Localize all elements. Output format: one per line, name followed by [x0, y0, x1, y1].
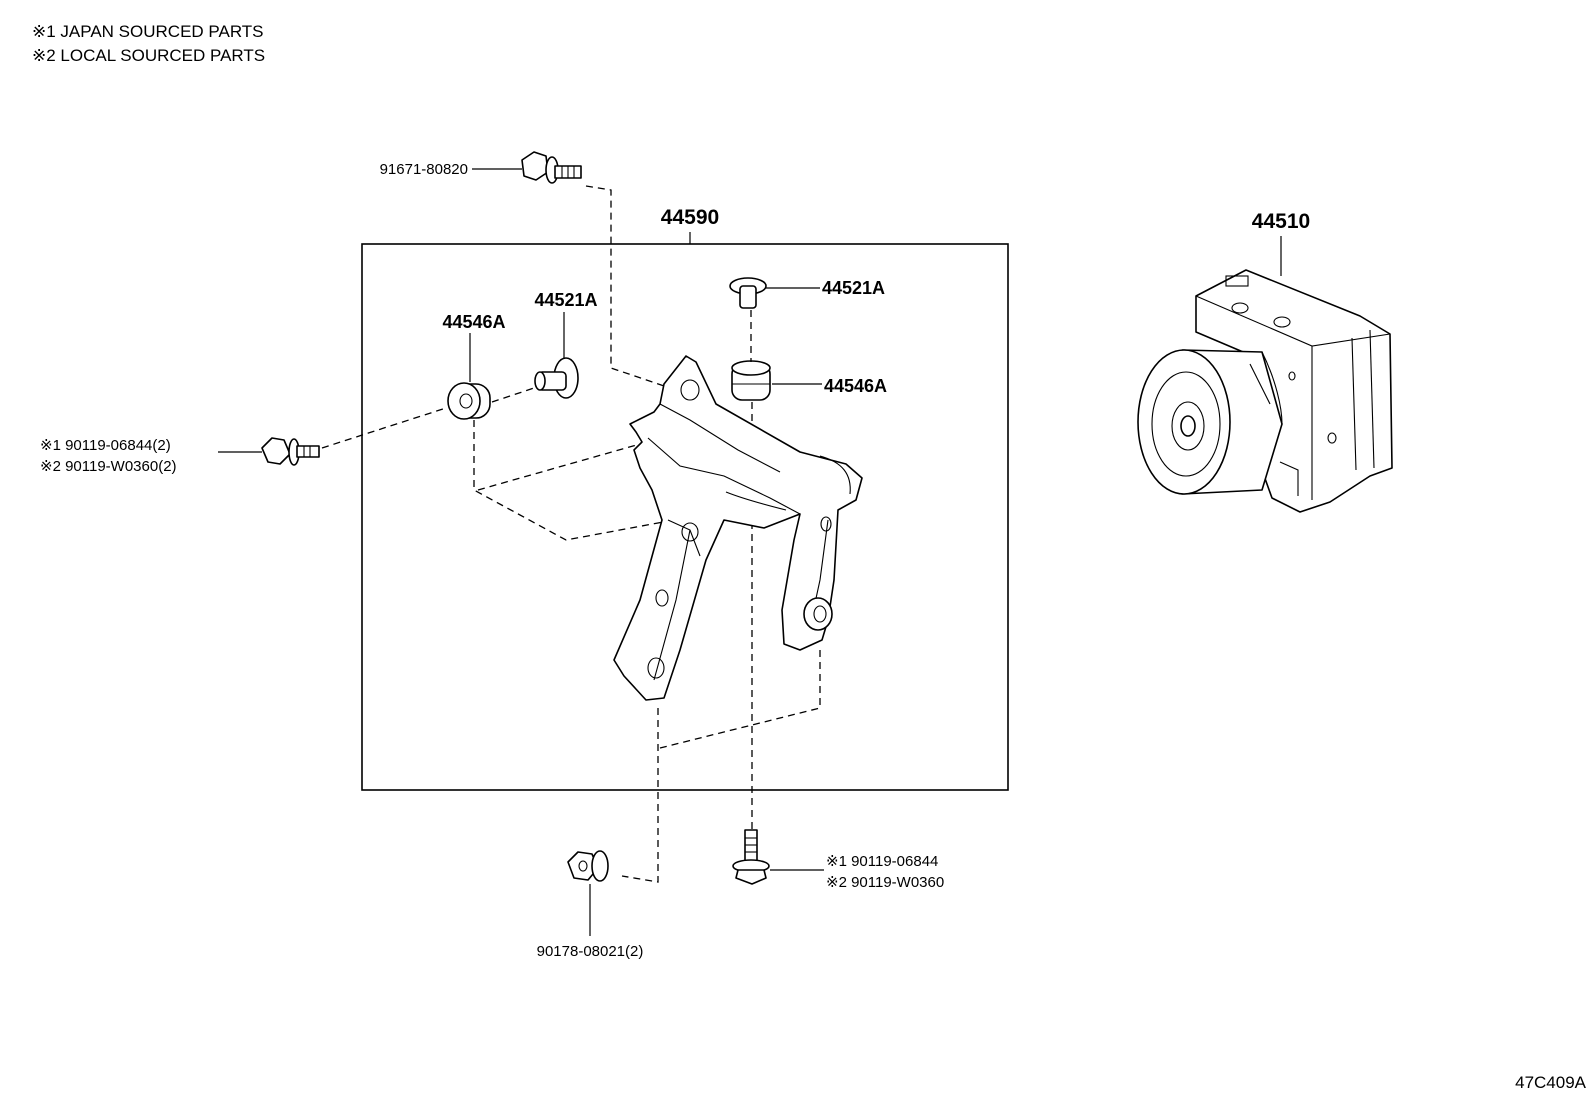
note-local-sourced: ※2 LOCAL SOURCED PARTS — [32, 46, 265, 65]
label-bracket-assembly: 44590 — [661, 206, 719, 229]
bolt-left-upper-dashline — [477, 443, 641, 491]
flange-nut-icon[interactable] — [567, 850, 609, 882]
note-japan-sourced: ※1 JAPAN SOURCED PARTS — [32, 22, 264, 41]
label-bolt-left-local: ※2 90119-W0360(2) — [40, 458, 177, 475]
flange-bolt-bottom-icon[interactable] — [732, 829, 770, 885]
flange-bolt-left-icon[interactable] — [261, 437, 320, 466]
bracket-lower-left-dashline — [621, 708, 659, 883]
cushion-left-icon[interactable] — [447, 382, 491, 420]
bolt-left-dashline — [321, 407, 447, 449]
bolt-top-dashline — [585, 185, 683, 393]
bracket-assembly-box — [361, 243, 1009, 791]
bracket-lower-right-dashline — [659, 650, 821, 749]
label-cushion-right: 44546A — [824, 376, 887, 396]
label-cushion-left: 44546A — [442, 312, 505, 332]
label-bolt-left-japan: ※1 90119-06844(2) — [40, 437, 171, 454]
bolt-left-path-dashline — [473, 420, 783, 541]
label-collar-right: 44521A — [822, 278, 885, 298]
label-bolt-bottom-japan: ※1 90119-06844 — [826, 853, 938, 870]
collar-to-cushion-dashline — [491, 387, 535, 403]
label-collar-left: 44521A — [534, 290, 597, 310]
label-bolt-top: 91671-80820 — [380, 161, 468, 178]
flange-bolt-top-icon[interactable] — [521, 151, 582, 184]
abs-actuator-icon[interactable] — [1137, 269, 1393, 513]
collar-left-icon[interactable] — [534, 357, 579, 399]
abs-bracket-icon[interactable] — [613, 355, 863, 701]
cushion-right-icon[interactable] — [731, 360, 771, 401]
collar-right-icon[interactable] — [729, 277, 767, 309]
label-nut-bottom: 90178-08021(2) — [537, 943, 644, 960]
diagram-code: 47C409A — [1515, 1073, 1587, 1092]
label-actuator: 44510 — [1252, 210, 1310, 233]
label-bolt-bottom-local: ※2 90119-W0360 — [826, 874, 944, 891]
